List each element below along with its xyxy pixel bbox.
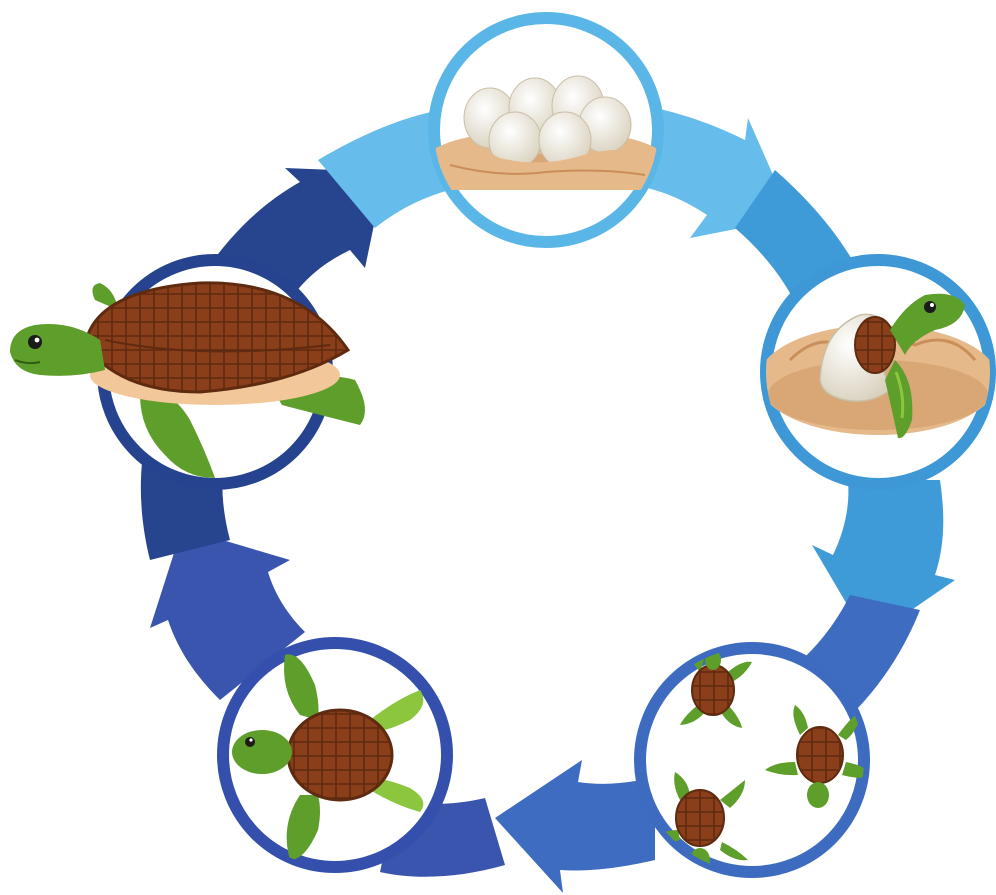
adult-turtle-icon <box>10 283 365 478</box>
stage-adult <box>10 260 365 484</box>
arrow-hatchlings-to-juvenile <box>495 760 655 893</box>
stage-eggs <box>426 18 666 242</box>
stage-hatching <box>758 260 996 484</box>
stage-hatchlings <box>640 648 875 872</box>
stage-juvenile <box>223 643 447 867</box>
